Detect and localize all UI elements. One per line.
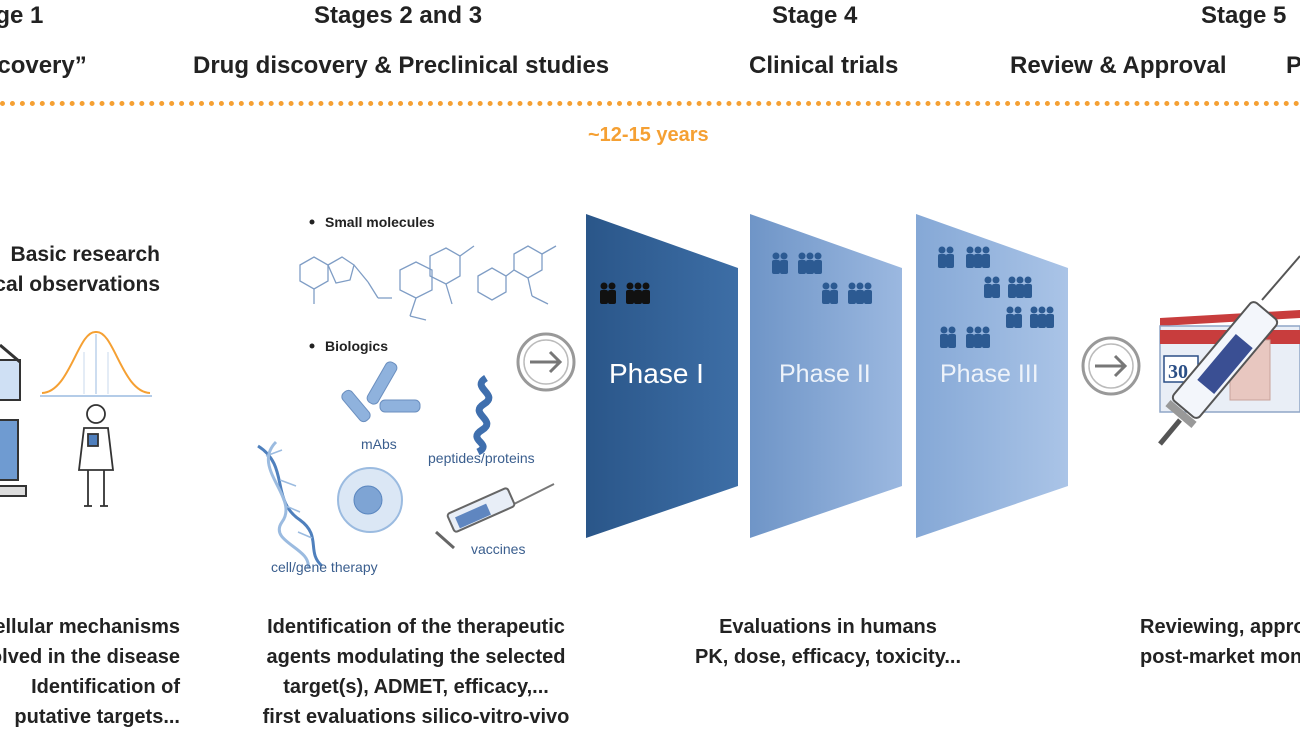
stage1-notes: Basic research Clinical observations [0, 240, 160, 300]
stage1-description: Cellular mechanisms involved in the dise… [0, 612, 180, 732]
medicine-box-label: 30 [1168, 361, 1188, 383]
label-vaccines: vaccines [471, 541, 526, 557]
stage1-desc-line-1: Cellular mechanisms [0, 616, 180, 638]
label-peptides-proteins: peptides/proteins [428, 450, 535, 466]
arrow-circle-icon-2 [1081, 336, 1141, 396]
phase1-panel [586, 214, 738, 538]
bullet-dot-biologics [309, 343, 315, 349]
stage5-description: Reviewing, approval, post-market monitor… [1140, 612, 1300, 672]
stage23-desc-line-3: target(s), ADMET, efficacy,... [283, 676, 549, 698]
label-mabs: mAbs [361, 436, 397, 452]
stage4-desc-line-1: Evaluations in humans [719, 616, 937, 638]
stage4-title: Stage 4 [772, 2, 858, 29]
timeline-dotted-line [0, 101, 1300, 106]
stage23-title: Stages 2 and 3 [314, 2, 483, 29]
stage5-subtitle: Review & Approval [1010, 52, 1227, 79]
bullet-small-molecules: Small molecules [325, 214, 435, 230]
peptide-helix-icon [473, 375, 493, 456]
stage5-title: Stage 5 [1201, 2, 1287, 29]
phase3-label: Phase III [940, 360, 1039, 388]
clinician-icon [77, 404, 115, 507]
stage5-desc-line-2: post-market monitoring [1140, 646, 1300, 668]
people-icons [600, 246, 1054, 348]
stage1-desc-line-2: involved in the disease [0, 646, 180, 668]
phase2-label: Phase II [779, 360, 871, 388]
antibody-icon [341, 361, 421, 423]
stage1-note-clinical-observations: Clinical observations [0, 273, 160, 296]
bell-curve-icon [40, 330, 152, 397]
lab-computer-icon [0, 343, 27, 497]
label-cell-gene-therapy: cell/gene therapy [271, 559, 378, 575]
phase1-label: Phase I [609, 358, 704, 389]
stage1-title: Stage 1 [0, 2, 44, 29]
stage4-desc-line-2: PK, dose, efficacy, toxicity... [694, 646, 961, 668]
stage23-desc-line-4: first evaluations silico-vitro-vivo [262, 706, 570, 728]
stage5-desc-line-1: Reviewing, approval, [1140, 616, 1300, 638]
arrow-circle-icon-1 [516, 332, 576, 392]
stage4-subtitle: Clinical trials [749, 52, 899, 79]
bullet-dot-small-molecules [309, 219, 315, 225]
syringe-icon [1158, 255, 1300, 446]
stage1-desc-line-3: Identification of [31, 676, 180, 698]
cell-icon [337, 467, 403, 533]
dna-helix-icon [257, 440, 324, 569]
stage1-subtitle: “Discovery” [0, 52, 87, 79]
duration-label: ~12-15 years [588, 124, 709, 146]
stage1-note-basic-research: Basic research [10, 243, 160, 266]
small-molecule-structures-icon [299, 245, 557, 321]
stage6-subtitle-partial: P [1286, 52, 1300, 79]
stage23-description: Identification of the therapeutic agents… [236, 612, 596, 732]
vaccine-syringe-icon [435, 483, 555, 550]
stage23-desc-line-2: agents modulating the selected [266, 646, 566, 668]
stage1-desc-line-4: putative targets... [14, 706, 180, 728]
stage23-desc-line-1: Identification of the therapeutic [267, 616, 565, 638]
bullet-biologics: Biologics [325, 338, 389, 354]
stage23-subtitle: Drug discovery & Preclinical studies [193, 52, 610, 79]
stage4-description: Evaluations in humans PK, dose, efficacy… [678, 612, 978, 672]
